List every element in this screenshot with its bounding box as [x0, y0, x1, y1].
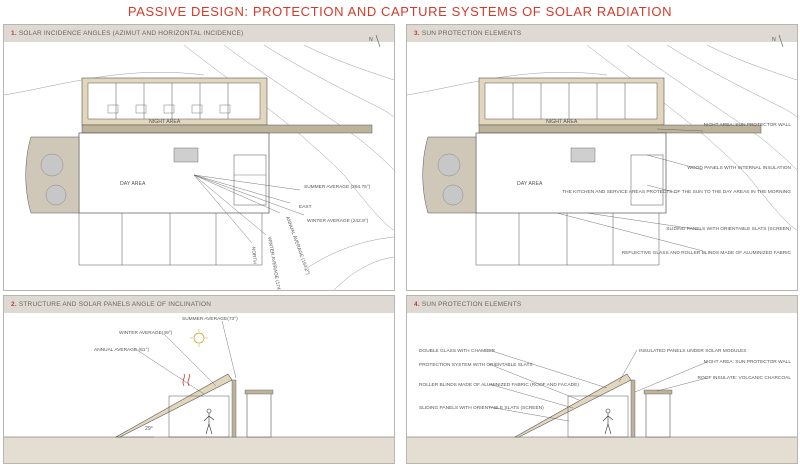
- angle-label-winter: WINTER AVERAGE(49°): [119, 330, 173, 336]
- slope-angle-label: 29°: [145, 426, 153, 432]
- ground: [4, 437, 394, 463]
- panel-header-text: SUN PROTECTION ELEMENTS: [421, 301, 522, 308]
- angle-label: ANNUAL AVERAGE (164.2°): [284, 216, 311, 276]
- day-area-label: DAY AREA: [517, 181, 543, 187]
- day-area-label: DAY AREA: [120, 181, 146, 187]
- poster-title: PASSIVE DESIGN: PROTECTION AND CAPTURE S…: [127, 4, 673, 19]
- north-arrow-label: N: [772, 37, 776, 43]
- tree: [40, 153, 64, 177]
- furniture-dining: [570, 147, 596, 163]
- panel-header-text: STRUCTURE AND SOLAR PANELS ANGLE OF INCL…: [18, 301, 212, 308]
- panel-number: 3.: [414, 30, 420, 37]
- interior-volume: [168, 395, 230, 438]
- panel-number: 2.: [11, 301, 17, 308]
- note-sliding-panels: SLIDING PANELS WITH ORIENTABLE SLATS (SC…: [419, 405, 544, 411]
- topography-lines: [4, 44, 394, 290]
- note-double-glass: DOUBLE GLASS WITH CHAMBER: [419, 348, 495, 354]
- heat-icon: [182, 373, 190, 387]
- interior-volume: [567, 395, 629, 438]
- note-sliding-panels: SLIDING PANELS WITH ORIENTABLE SLATS (SC…: [666, 226, 791, 232]
- panel-header: 2. STRUCTURE AND SOLAR PANELS ANGLE OF I…: [4, 296, 394, 313]
- panel-solar-incidence: 1. SOLAR INCIDENCE ANGLES (AZIMUT AND HO…: [3, 24, 395, 291]
- angle-label: WINTER AVERAGE (242.9°): [307, 218, 369, 224]
- panel-header: 3. SUN PROTECTION ELEMENTS: [407, 25, 797, 42]
- day-area-block: [25, 132, 270, 214]
- tree: [437, 153, 461, 177]
- plan-drawing: N NIGHT AREA: [4, 34, 394, 290]
- leader-lines: [556, 128, 704, 252]
- panel-header-text: SUN PROTECTION ELEMENTS: [421, 30, 522, 37]
- person-figure: [602, 408, 614, 435]
- angle-label: WINTER AVERAGE (174°): [266, 236, 282, 290]
- section-drawing: 29° SUMMER AVERAGE(73°) WINTER AVE: [4, 316, 394, 463]
- sun-icon: [193, 332, 205, 344]
- note-kitchen-service: THE KITCHEN AND SERVICE AREAS PROTECTS O…: [562, 189, 791, 195]
- note-reflective-glass: REFLECTIVE GLASS AND ROLLER BLINDS MADE …: [622, 250, 792, 256]
- panel-header-text: SOLAR INCIDENCE ANGLES (AZIMUT AND HORIZ…: [18, 30, 244, 37]
- stone-wall: [81, 124, 373, 134]
- note-wood-panels: WOOD PANELS WITH INTERNAL INSULATION: [687, 165, 791, 171]
- note-roller-blinds: ROLLER BLINDS MADE OF ALUMINIZED FABRIC …: [419, 382, 579, 388]
- note-night-area-wall: NIGHT AREA: SUN PROTECTOR WALL: [704, 359, 792, 365]
- note-protection-system: PROTECTION SYSTEM WITH ORIENTABLE SLATS: [419, 362, 533, 368]
- solar-angle-lines: [133, 320, 237, 395]
- note-insulated-panels: INSULATED PANELS UNDER SOLAR MODULES: [639, 348, 747, 354]
- structure-columns: [475, 213, 660, 266]
- stone-wall: [231, 379, 237, 438]
- plan-drawing: N NIGHT AREA DAY AREA: [407, 34, 797, 266]
- night-area-label: NIGHT AREA: [546, 119, 578, 125]
- panel-sun-protection-plan: 3. SUN PROTECTION ELEMENTS N: [406, 24, 798, 291]
- stone-wall: [630, 379, 636, 438]
- angle-label-annual: ANNUAL AVERAGE (61°): [94, 347, 149, 353]
- ground: [407, 437, 797, 463]
- solar-roof: [114, 373, 233, 438]
- angle-label: EAST: [299, 204, 312, 210]
- night-area-block: [478, 77, 665, 126]
- panel-sun-protection-section: 4. SUN PROTECTION ELEMENTS: [406, 295, 798, 464]
- rear-volume: [645, 391, 671, 438]
- furniture-dining: [173, 147, 199, 163]
- angle-label-summer: SUMMER AVERAGE(73°): [182, 316, 238, 322]
- panel-structure-inclination: 2. STRUCTURE AND SOLAR PANELS ANGLE OF I…: [3, 295, 395, 464]
- panel-header: 4. SUN PROTECTION ELEMENTS: [407, 296, 797, 313]
- tree: [45, 184, 67, 206]
- structure-columns: [78, 213, 263, 266]
- topography-lines: [407, 44, 797, 231]
- note-sun-protector-wall: NIGHT AREA: SUN PROTECTOR WALL: [704, 122, 792, 128]
- panel-number: 4.: [414, 301, 420, 308]
- panel-number: 1.: [11, 30, 17, 37]
- night-area-block: [81, 77, 268, 126]
- section-drawing: DOUBLE GLASS WITH CHAMBER PROTECTION SYS…: [407, 348, 797, 463]
- person-figure: [203, 408, 215, 435]
- angle-label: SUMMER AVERAGE (264.75°): [304, 184, 371, 190]
- note-roof-insulate: ROOF INSULATE: VOLCANIC CHARCOAL: [698, 375, 792, 381]
- panel-header: 1. SOLAR INCIDENCE ANGLES (AZIMUT AND HO…: [4, 25, 394, 42]
- angle-label: NORTH: [250, 247, 258, 265]
- day-area-block: [422, 132, 667, 214]
- rear-volume: [246, 391, 272, 438]
- solar-angle-lines: [193, 174, 305, 244]
- leader-lines: [488, 349, 708, 422]
- tree: [442, 184, 464, 206]
- north-arrow-label: N: [369, 37, 373, 43]
- night-area-label: NIGHT AREA: [149, 119, 181, 125]
